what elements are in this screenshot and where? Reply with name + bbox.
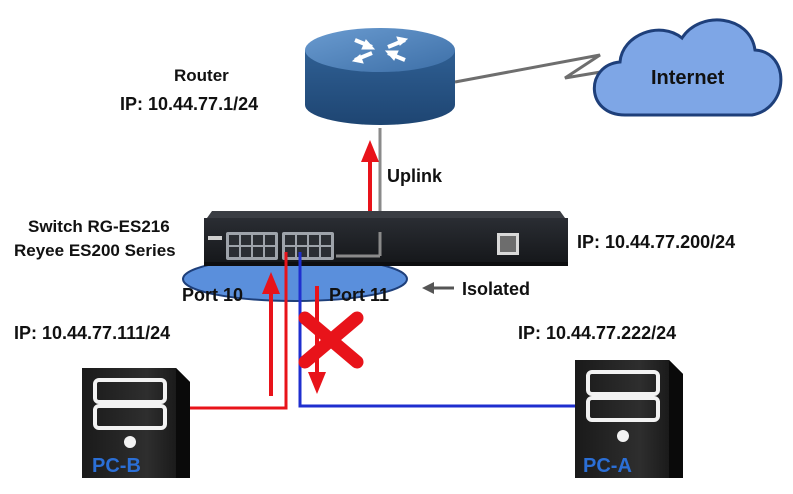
port-11-label: Port 11 — [329, 285, 389, 305]
isolated-pointer-head — [422, 282, 434, 294]
router-ip: IP: 10.44.77.1/24 — [120, 94, 258, 114]
pc-tower-icon — [575, 360, 683, 478]
pc-b-ip: IP: 10.44.77.111/24 — [14, 323, 170, 343]
switch-series-label: Reyee ES200 Series — [14, 241, 176, 260]
cloud-icon — [592, 18, 783, 117]
uplink-arrowhead — [361, 140, 379, 162]
pc-b-cable — [190, 252, 288, 410]
switch-icon — [204, 211, 568, 266]
router-icon — [305, 28, 455, 125]
isolated-label: Isolated — [462, 279, 530, 299]
internet-label: Internet — [651, 67, 725, 89]
switch-ip: IP: 10.44.77.200/24 — [577, 232, 735, 252]
switch-model-label: Switch RG-ES216 — [28, 217, 170, 236]
blocked-down-arrowhead — [308, 372, 326, 394]
pc-a-cable — [298, 252, 578, 408]
pc-b-up-arrowhead — [262, 272, 280, 294]
pc-a-ip: IP: 10.44.77.222/24 — [518, 323, 676, 343]
pc-a-label: PC-A — [583, 455, 632, 477]
uplink-label: Uplink — [387, 166, 443, 186]
port-10-label: Port 10 — [182, 285, 243, 305]
pc-b-label: PC-B — [92, 455, 141, 477]
blocked-x-icon — [298, 311, 364, 369]
router-label: Router — [174, 66, 229, 85]
pc-tower-icon — [82, 368, 190, 478]
